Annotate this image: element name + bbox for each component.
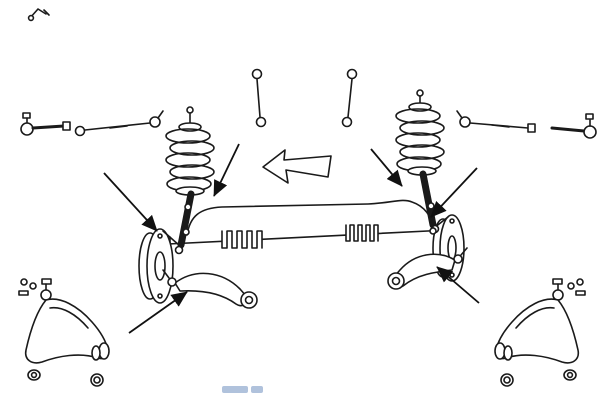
coil-spring-left [165, 106, 215, 196]
bushing-bottom-right-a [563, 369, 577, 381]
bellows-left [221, 230, 263, 249]
bushing-bottom-left-b [90, 373, 104, 387]
pointer-arrow [213, 143, 240, 197]
strut-left [174, 190, 195, 255]
watermark-logo [222, 386, 263, 393]
pointer-arrow [430, 167, 478, 218]
bellows-right [345, 224, 379, 242]
drop-link-left [182, 203, 192, 236]
coil-spring-right [395, 89, 445, 176]
ball-joint-left [40, 278, 52, 301]
steering-rack [157, 223, 459, 249]
control-arm-mid-left [162, 269, 258, 309]
ball-joint-right [552, 278, 564, 301]
bushing-bottom-right-b [500, 373, 514, 387]
tie-rod-end-left [20, 112, 71, 136]
control-arm-mid-right [387, 247, 468, 290]
stabilizer-link-left [251, 68, 267, 128]
clip-top-left [27, 8, 50, 22]
tie-rod-end-right [550, 113, 597, 139]
bushing-bottom-left-a [27, 369, 41, 381]
pointer-arrow [103, 172, 158, 232]
pointer-arrow [128, 291, 188, 334]
wishbone-bottom-right [494, 278, 586, 387]
wheel-hub-left [138, 228, 181, 304]
axial-rod-left [74, 110, 164, 137]
direction-arrow-block [262, 149, 332, 184]
pointer-arrow [436, 266, 480, 304]
wishbone-bottom-left [18, 278, 110, 387]
stabilizer-link-right [341, 68, 358, 128]
pointer-arrow [370, 148, 403, 187]
annotation-arrows [103, 143, 480, 334]
anti-roll-bar [186, 199, 435, 236]
axial-rod-right [456, 110, 536, 133]
